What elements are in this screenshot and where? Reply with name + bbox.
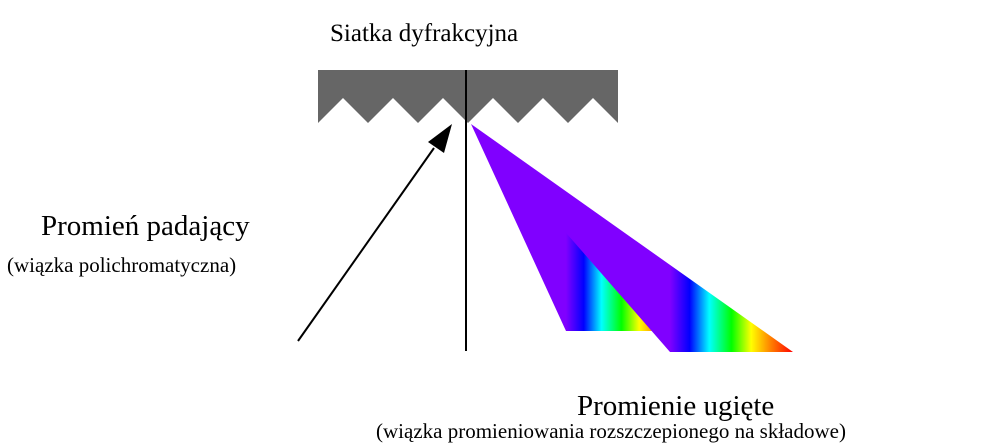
grating-label: Siatka dyfrakcyjna: [330, 20, 519, 47]
diffracted-beam-second-order: [471, 124, 793, 352]
incident-beam-sublabel: (wiązka polichromatyczna): [7, 253, 237, 277]
diffracted-beams-label: Promienie ugięte: [577, 390, 775, 422]
incident-beam-line: [297, 147, 435, 342]
arrow-icon: [428, 124, 452, 153]
incident-beam-label: Promień padający: [41, 210, 250, 242]
diffracted-beams-sublabel: (wiązka promieniowania rozszczepionego n…: [376, 419, 846, 443]
diffraction-grating: [318, 70, 618, 123]
